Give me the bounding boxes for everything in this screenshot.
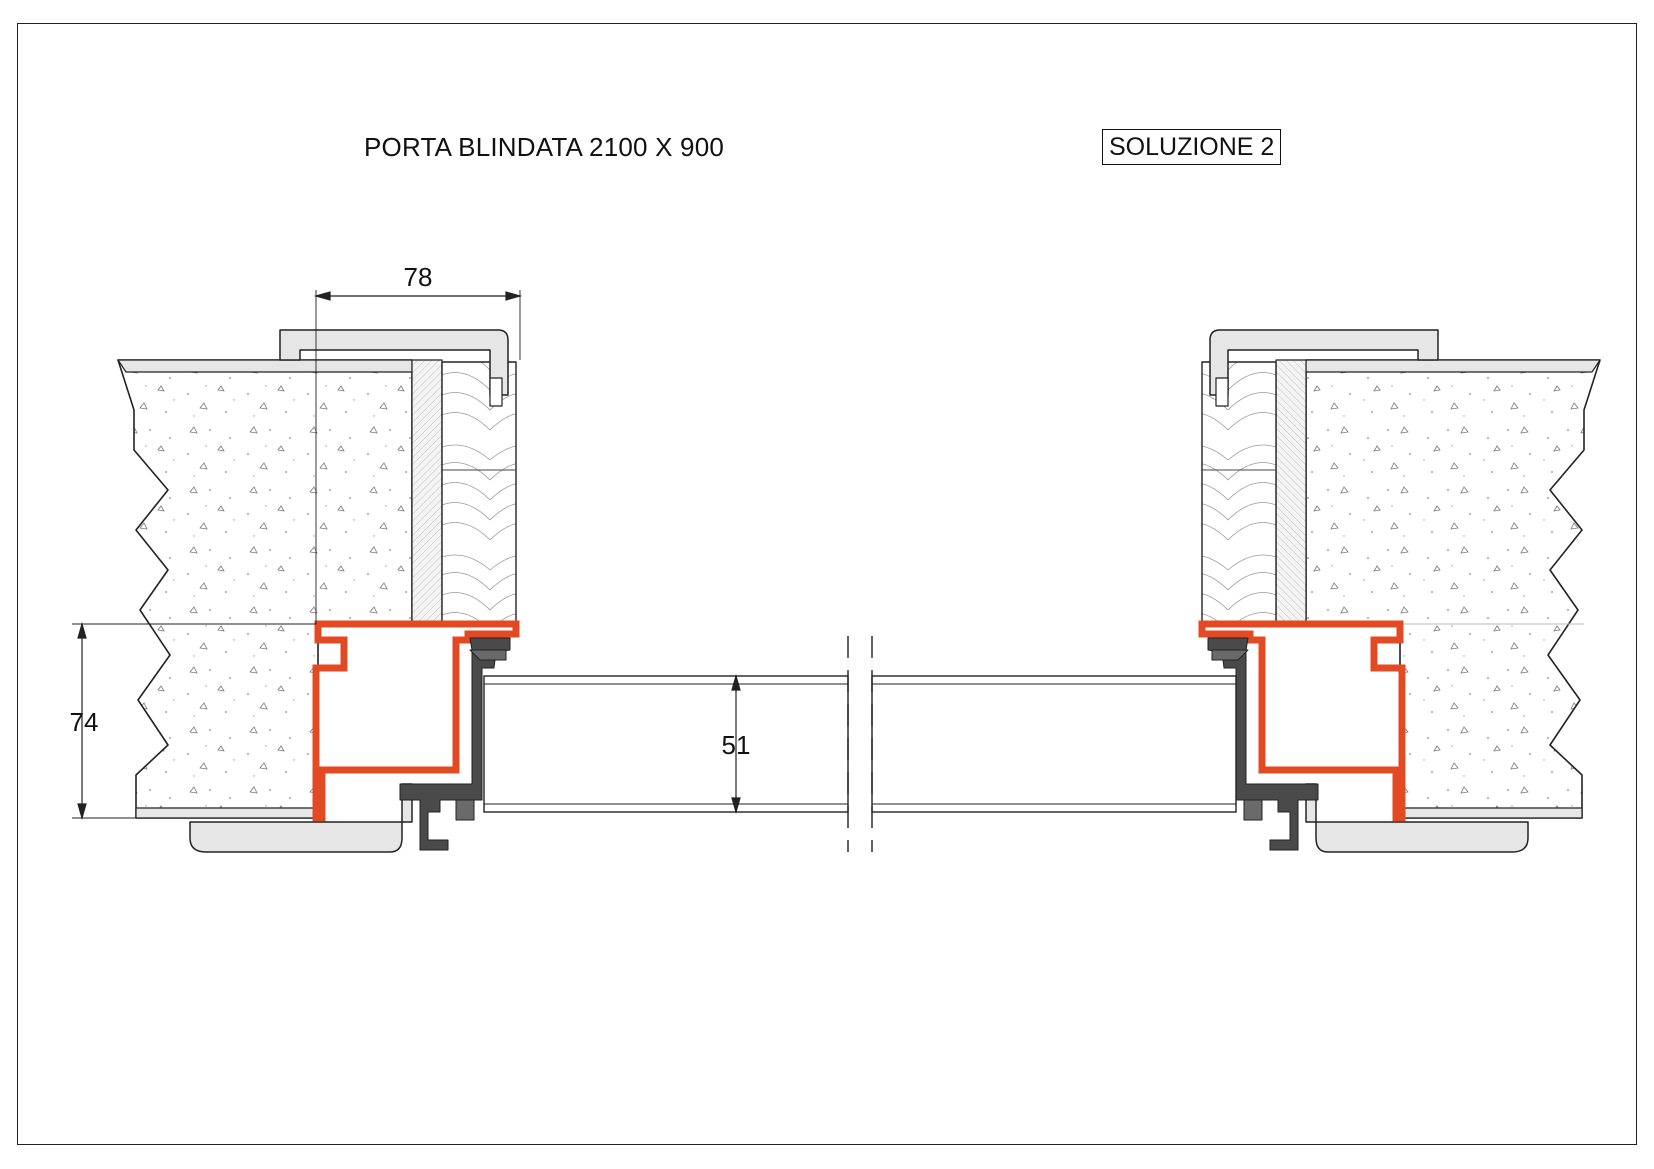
dimension-74-label: 74 (70, 707, 99, 737)
left-lining (411, 359, 443, 625)
left-wood-subframe (441, 361, 517, 625)
right-wall (1305, 359, 1601, 819)
solution-label: SOLUZIONE 2 (1102, 129, 1282, 165)
door-leaf (483, 636, 1237, 852)
left-bottom-trim (189, 783, 413, 853)
left-plaster-top (117, 359, 413, 373)
right-lining (1275, 359, 1307, 625)
dimension-78: 78 (313, 262, 523, 624)
right-top-trim (1209, 329, 1439, 396)
door-leaf-right (871, 675, 1237, 813)
door-leaf-left (483, 675, 849, 813)
left-wall (117, 359, 413, 819)
right-steel-frame (1198, 620, 1406, 822)
dimension-51-label: 51 (722, 730, 751, 760)
right-jamb (1198, 329, 1601, 853)
drawing-title: PORTA BLINDATA 2100 X 900 (364, 132, 725, 162)
dimension-51: 51 (722, 673, 751, 815)
left-plaster-bottom (135, 807, 319, 819)
sheet-border (17, 23, 1637, 1145)
right-wood-subframe (1201, 361, 1277, 625)
right-bottom-trim (1305, 783, 1529, 853)
dimension-74: 74 (70, 621, 316, 821)
dimension-78-label: 78 (404, 262, 433, 292)
left-jamb (117, 329, 520, 853)
left-steel-frame (312, 620, 520, 822)
left-top-trim (279, 329, 509, 396)
